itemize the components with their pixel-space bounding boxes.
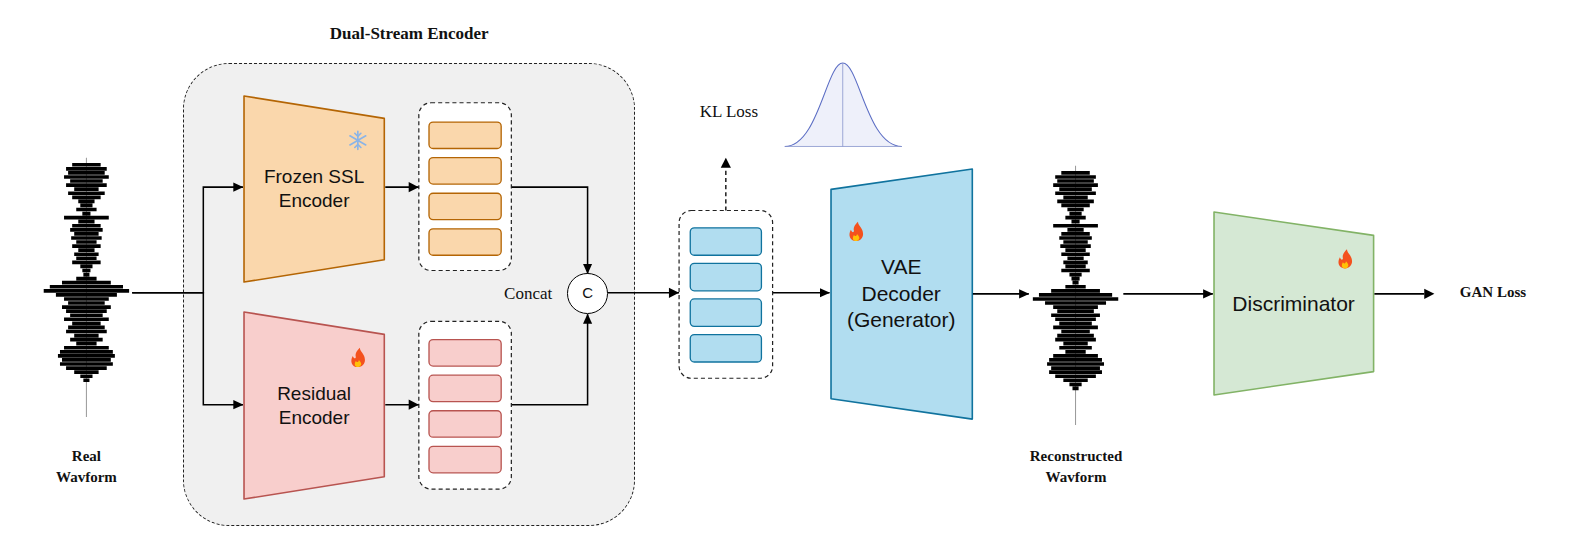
residual-encoder: Residual Encoder xyxy=(243,311,385,500)
node-label: Residual Encoder xyxy=(277,382,351,430)
waveform-node: Real Wavform xyxy=(41,158,132,488)
flow-arrow xyxy=(1123,293,1212,295)
flow-arrow xyxy=(973,293,1029,295)
loss-label: GAN Loss xyxy=(1460,283,1526,300)
loss-label: KL Loss xyxy=(700,102,758,122)
node-label: Discriminator xyxy=(1232,291,1355,317)
node-label: Reconstructed Wavform xyxy=(1030,446,1122,488)
node-label: Real Wavform xyxy=(56,446,117,488)
real-waveform xyxy=(44,158,129,417)
node-label: C xyxy=(582,284,593,303)
trapezoid-outline xyxy=(243,95,385,283)
gaussian-plot xyxy=(785,63,902,146)
vae-decoder: VAE Decoder (Generator) xyxy=(830,168,973,420)
node-label: Frozen SSL Encoder xyxy=(255,165,373,213)
node-label: Dual-Stream Encoder xyxy=(330,24,489,44)
trapezoid-outline xyxy=(243,311,385,500)
waveform-node: Reconstructed Wavform xyxy=(1029,168,1124,488)
encoder-group: Dual-Stream EncoderFrozen SSL EncoderRes… xyxy=(183,63,635,526)
frozen-encoder: Frozen SSL Encoder xyxy=(243,95,385,283)
flow-arrow xyxy=(608,292,830,294)
kl-arrow xyxy=(721,158,731,211)
concat-operator: CConcat xyxy=(567,273,608,314)
discriminator: Discriminator xyxy=(1213,211,1375,396)
node-label: VAE Decoder (Generator) xyxy=(847,254,956,333)
latent-stack xyxy=(679,211,773,379)
gan-arrow xyxy=(1374,289,1434,299)
side-label: Concat xyxy=(504,284,552,304)
reconstructed-waveform xyxy=(1033,166,1118,425)
